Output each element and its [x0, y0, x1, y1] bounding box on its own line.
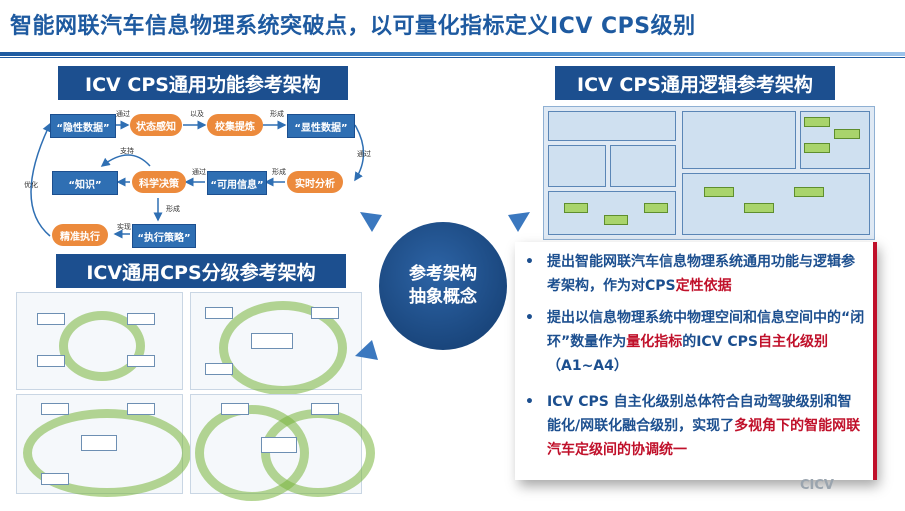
node-calibrate: 校集提炼 [207, 114, 263, 136]
label-optimize: 优化 [24, 181, 38, 189]
node-execute: 精准执行 [52, 224, 108, 246]
node-implicit-data: “隐性数据” [50, 114, 116, 138]
node-knowledge: “知识” [52, 171, 118, 195]
functional-diagram-arrows [30, 120, 365, 239]
center-line-2: 抽象概念 [409, 287, 477, 307]
title-divider [0, 52, 905, 56]
bullet-3: • ICV CPS 自主化级别总体符合自动驾驶级别和智能化/网联化融合级别，实现… [525, 394, 861, 458]
label-through-2: 通过 [357, 150, 371, 158]
bullet-2-text: 提出以信息物理系统中物理空间和信息空间中的“闭环”数量作为 [547, 310, 865, 350]
grade-diagram-a2 [190, 292, 362, 395]
panel-red-edge [873, 242, 877, 480]
bullet-2: • 提出以信息物理系统中物理空间和信息空间中的“闭环”数量作为量化指标的ICV … [525, 310, 865, 374]
bullet-2-text-3: （A1~A4） [547, 358, 628, 374]
bullet-2-text-2: 的ICV CPS [682, 334, 759, 350]
node-strategy: “执行策略” [132, 224, 196, 248]
logical-architecture-image [543, 106, 875, 240]
center-line-1: 参考架构 [409, 264, 477, 284]
bullet-3-highlight: 多视角下的智能网联汽车定级间的协调统一 [547, 418, 861, 458]
label-form-1: 形成 [270, 110, 284, 118]
functional-arch-banner: ICV CPS通用功能参考架构 [58, 66, 348, 100]
graded-arch-banner: ICV通用CPS分级参考架构 [56, 254, 346, 288]
node-usable-info: “可用信息” [207, 171, 267, 195]
arrow-up-right [508, 212, 530, 232]
center-concept-circle: 参考架构 抽象概念 [379, 222, 507, 350]
grade-diagram-a1 [16, 292, 183, 390]
bullet-2-highlight: 量化指标 [626, 334, 683, 350]
page-title: 智能网联汽车信息物理系统突破点，以可量化指标定义ICV CPS级别 [10, 14, 696, 39]
bullet-1: • 提出智能网联汽车信息物理系统通用功能与逻辑参考架构，作为对CPS定性依据 [525, 254, 855, 294]
label-support: 支持 [120, 147, 134, 155]
summary-panel: • 提出智能网联汽车信息物理系统通用功能与逻辑参考架构，作为对CPS定性依据 •… [515, 242, 875, 480]
label-through-3: 通过 [192, 168, 206, 176]
label-form-3: 形成 [166, 205, 180, 213]
bullet-1-text: 提出智能网联汽车信息物理系统通用功能与逻辑参考架构，作为对CPS [547, 254, 855, 294]
node-explicit-data: “显性数据” [287, 114, 355, 138]
label-by: 以及 [190, 110, 204, 118]
grade-diagram-a4 [190, 394, 375, 501]
title-divider-line [0, 57, 905, 58]
node-decision: 科学决策 [132, 171, 186, 193]
functional-diagram: “隐性数据” 状态感知 校集提炼 “显性数据” “知识” 科学决策 “可用信息”… [10, 104, 371, 254]
cicv-logo: CICV [800, 478, 834, 493]
bullet-1-highlight: 定性依据 [675, 278, 732, 294]
label-through-1: 通过 [116, 110, 130, 118]
label-realize: 实现 [117, 223, 131, 231]
logical-arch-banner: ICV CPS通用逻辑参考架构 [555, 66, 835, 100]
label-form-2: 形成 [272, 168, 286, 176]
grade-diagram-a3 [16, 394, 191, 497]
bullet-3-text: ICV CPS 自主化级别总体符合自动驾驶级别和智能化/网联化融合级别，实现了 [547, 394, 852, 434]
node-state-sense: 状态感知 [130, 114, 182, 136]
bullet-2-highlight-2: 自主化级别 [758, 334, 829, 350]
node-realtime: 实时分析 [287, 171, 343, 193]
